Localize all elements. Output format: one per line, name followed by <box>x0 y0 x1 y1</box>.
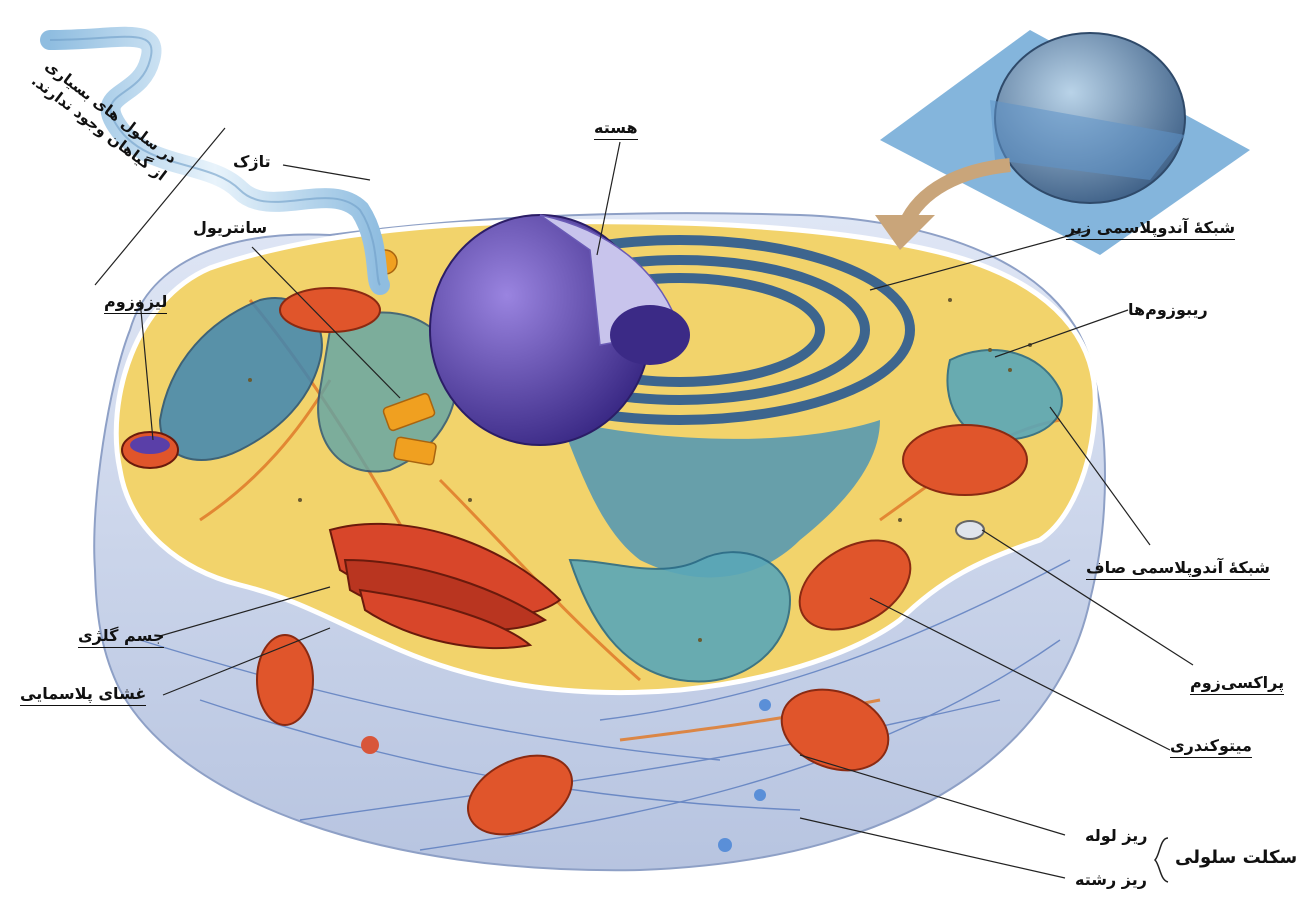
label-ribosomes: ریبوزوم‌ها <box>1128 300 1208 320</box>
label-mitochondrion: میتوکندری <box>1170 736 1252 758</box>
label-flagellum: تاژک <box>233 152 271 172</box>
label-golgi: جسم گلژی <box>78 626 164 648</box>
label-plasma-membrane: غشای پلاسمایی <box>20 684 146 706</box>
label-lysosome: لیزوزوم <box>104 292 167 314</box>
label-centriole: سانتریول <box>193 218 267 238</box>
label-smooth-er: شبکۀ آندوپلاسمی صاف <box>1086 558 1270 580</box>
label-microfilament: ریز رشته <box>1075 870 1147 890</box>
label-peroxisome: پراکسی‌زوم <box>1190 673 1284 695</box>
label-nucleus: هسته <box>594 118 638 140</box>
label-rough-er: شبکۀ آندوپلاسمی زبر <box>1066 218 1235 240</box>
label-cytoskeleton: اسکلت سلولی <box>1175 848 1298 868</box>
peroxisome <box>956 521 984 539</box>
cytoskeleton-brace <box>1155 838 1168 882</box>
label-microtubule: ریز لوله <box>1085 826 1148 846</box>
